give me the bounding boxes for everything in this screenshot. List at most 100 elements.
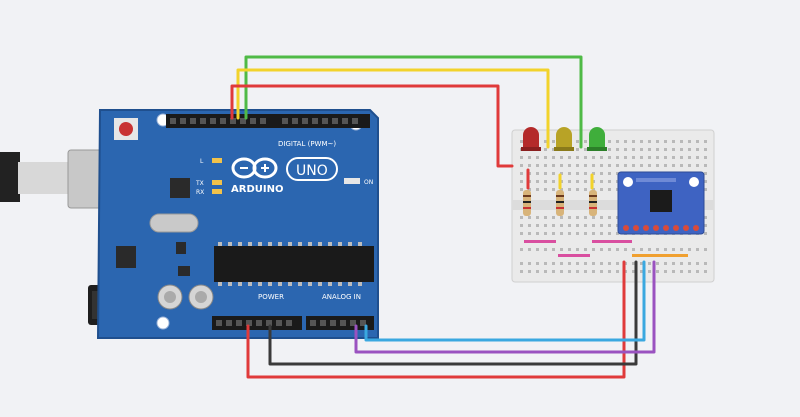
breadboard-hole — [568, 224, 571, 227]
breadboard-hole — [696, 156, 699, 159]
led-rx-indicator — [212, 189, 222, 194]
breadboard-hole — [608, 224, 611, 227]
wire-red-bottom[interactable] — [246, 260, 626, 379]
breadboard-hole — [584, 224, 587, 227]
led-tx-indicator — [212, 180, 222, 185]
breadboard-hole — [584, 164, 587, 167]
red-led[interactable] — [521, 127, 541, 151]
breadboard-hole — [656, 248, 659, 251]
green-led[interactable] — [587, 127, 607, 151]
breadboard-hole — [608, 148, 611, 151]
rail-stripe-pink — [558, 254, 590, 257]
breadboard-hole — [536, 248, 539, 251]
breadboard-hole — [680, 140, 683, 143]
breadboard-hole — [552, 270, 555, 273]
breadboard-hole — [552, 216, 555, 219]
breadboard-hole — [544, 216, 547, 219]
accelerometer-module[interactable] — [617, 171, 705, 235]
breadboard-hole — [536, 156, 539, 159]
breadboard-hole — [560, 172, 563, 175]
breadboard-hole — [680, 248, 683, 251]
led-on-label: ON — [364, 179, 373, 186]
voltage-regulator — [116, 246, 136, 268]
breadboard-hole — [528, 232, 531, 235]
breadboard-hole — [672, 164, 675, 167]
breadboard-hole — [672, 140, 675, 143]
breadboard-hole — [576, 180, 579, 183]
yellow-led[interactable] — [554, 127, 574, 151]
breadboard-hole — [568, 156, 571, 159]
breadboard-hole — [600, 188, 603, 191]
breadboard-hole — [544, 248, 547, 251]
breadboard-hole — [632, 156, 635, 159]
wire-purple[interactable] — [354, 260, 656, 354]
breadboard-hole — [520, 188, 523, 191]
wire-black[interactable] — [268, 260, 638, 366]
breadboard-hole — [560, 156, 563, 159]
led-rx-label: RX — [196, 189, 204, 196]
breadboard-hole — [648, 148, 651, 151]
wire-yellow[interactable] — [236, 68, 550, 149]
breadboard-hole — [592, 224, 595, 227]
wire-red-top[interactable] — [230, 84, 514, 168]
breadboard-hole — [536, 270, 539, 273]
resistor[interactable] — [556, 190, 564, 216]
breadboard-hole — [696, 140, 699, 143]
breadboard-hole — [656, 164, 659, 167]
breadboard-hole — [616, 140, 619, 143]
breadboard-hole — [680, 148, 683, 151]
breadboard-hole — [616, 156, 619, 159]
breadboard-hole — [560, 164, 563, 167]
breadboard-hole — [536, 224, 539, 227]
arduino-uno-board[interactable]: DIGITAL (PWM~) L TX RX ON ARDUINO UNO — [96, 109, 379, 339]
rail-stripe-pink — [524, 240, 556, 243]
breadboard-hole — [544, 180, 547, 183]
breadboard-hole — [528, 216, 531, 219]
wire-blue[interactable] — [364, 260, 646, 342]
breadboard-hole — [616, 232, 619, 235]
breadboard-hole — [616, 248, 619, 251]
sensor-chip — [650, 190, 672, 212]
breadboard-hole — [592, 172, 595, 175]
resistor[interactable] — [589, 190, 597, 216]
breadboard-hole — [656, 156, 659, 159]
breadboard-hole — [664, 148, 667, 151]
breadboard-hole — [568, 188, 571, 191]
breadboard[interactable] — [511, 129, 715, 283]
breadboard-hole — [608, 232, 611, 235]
breadboard-hole — [680, 156, 683, 159]
breadboard-hole — [560, 262, 563, 265]
breadboard-hole — [664, 164, 667, 167]
breadboard-hole — [536, 262, 539, 265]
breadboard-hole — [600, 156, 603, 159]
breadboard-hole — [632, 262, 635, 265]
breadboard-hole — [672, 262, 675, 265]
breadboard-hole — [624, 156, 627, 159]
breadboard-hole — [640, 164, 643, 167]
resistor[interactable] — [523, 190, 531, 216]
breadboard-hole — [592, 270, 595, 273]
breadboard-hole — [520, 180, 523, 183]
breadboard-hole — [552, 224, 555, 227]
reset-button[interactable] — [119, 122, 133, 136]
capacitor-top — [164, 291, 176, 303]
breadboard-hole — [584, 156, 587, 159]
led-tx-label: TX — [195, 180, 204, 187]
breadboard-hole — [688, 262, 691, 265]
breadboard-hole — [648, 156, 651, 159]
breadboard-hole — [592, 216, 595, 219]
breadboard-hole — [640, 140, 643, 143]
breadboard-hole — [560, 232, 563, 235]
breadboard-hole — [672, 148, 675, 151]
breadboard-hole — [520, 270, 523, 273]
breadboard-hole — [568, 164, 571, 167]
breadboard-hole — [656, 262, 659, 265]
breadboard-hole — [552, 188, 555, 191]
breadboard-hole — [624, 148, 627, 151]
breadboard-hole — [576, 164, 579, 167]
atmega-chip-pins — [218, 242, 362, 286]
breadboard-hole — [664, 140, 667, 143]
breadboard-hole — [648, 140, 651, 143]
breadboard-hole — [568, 180, 571, 183]
